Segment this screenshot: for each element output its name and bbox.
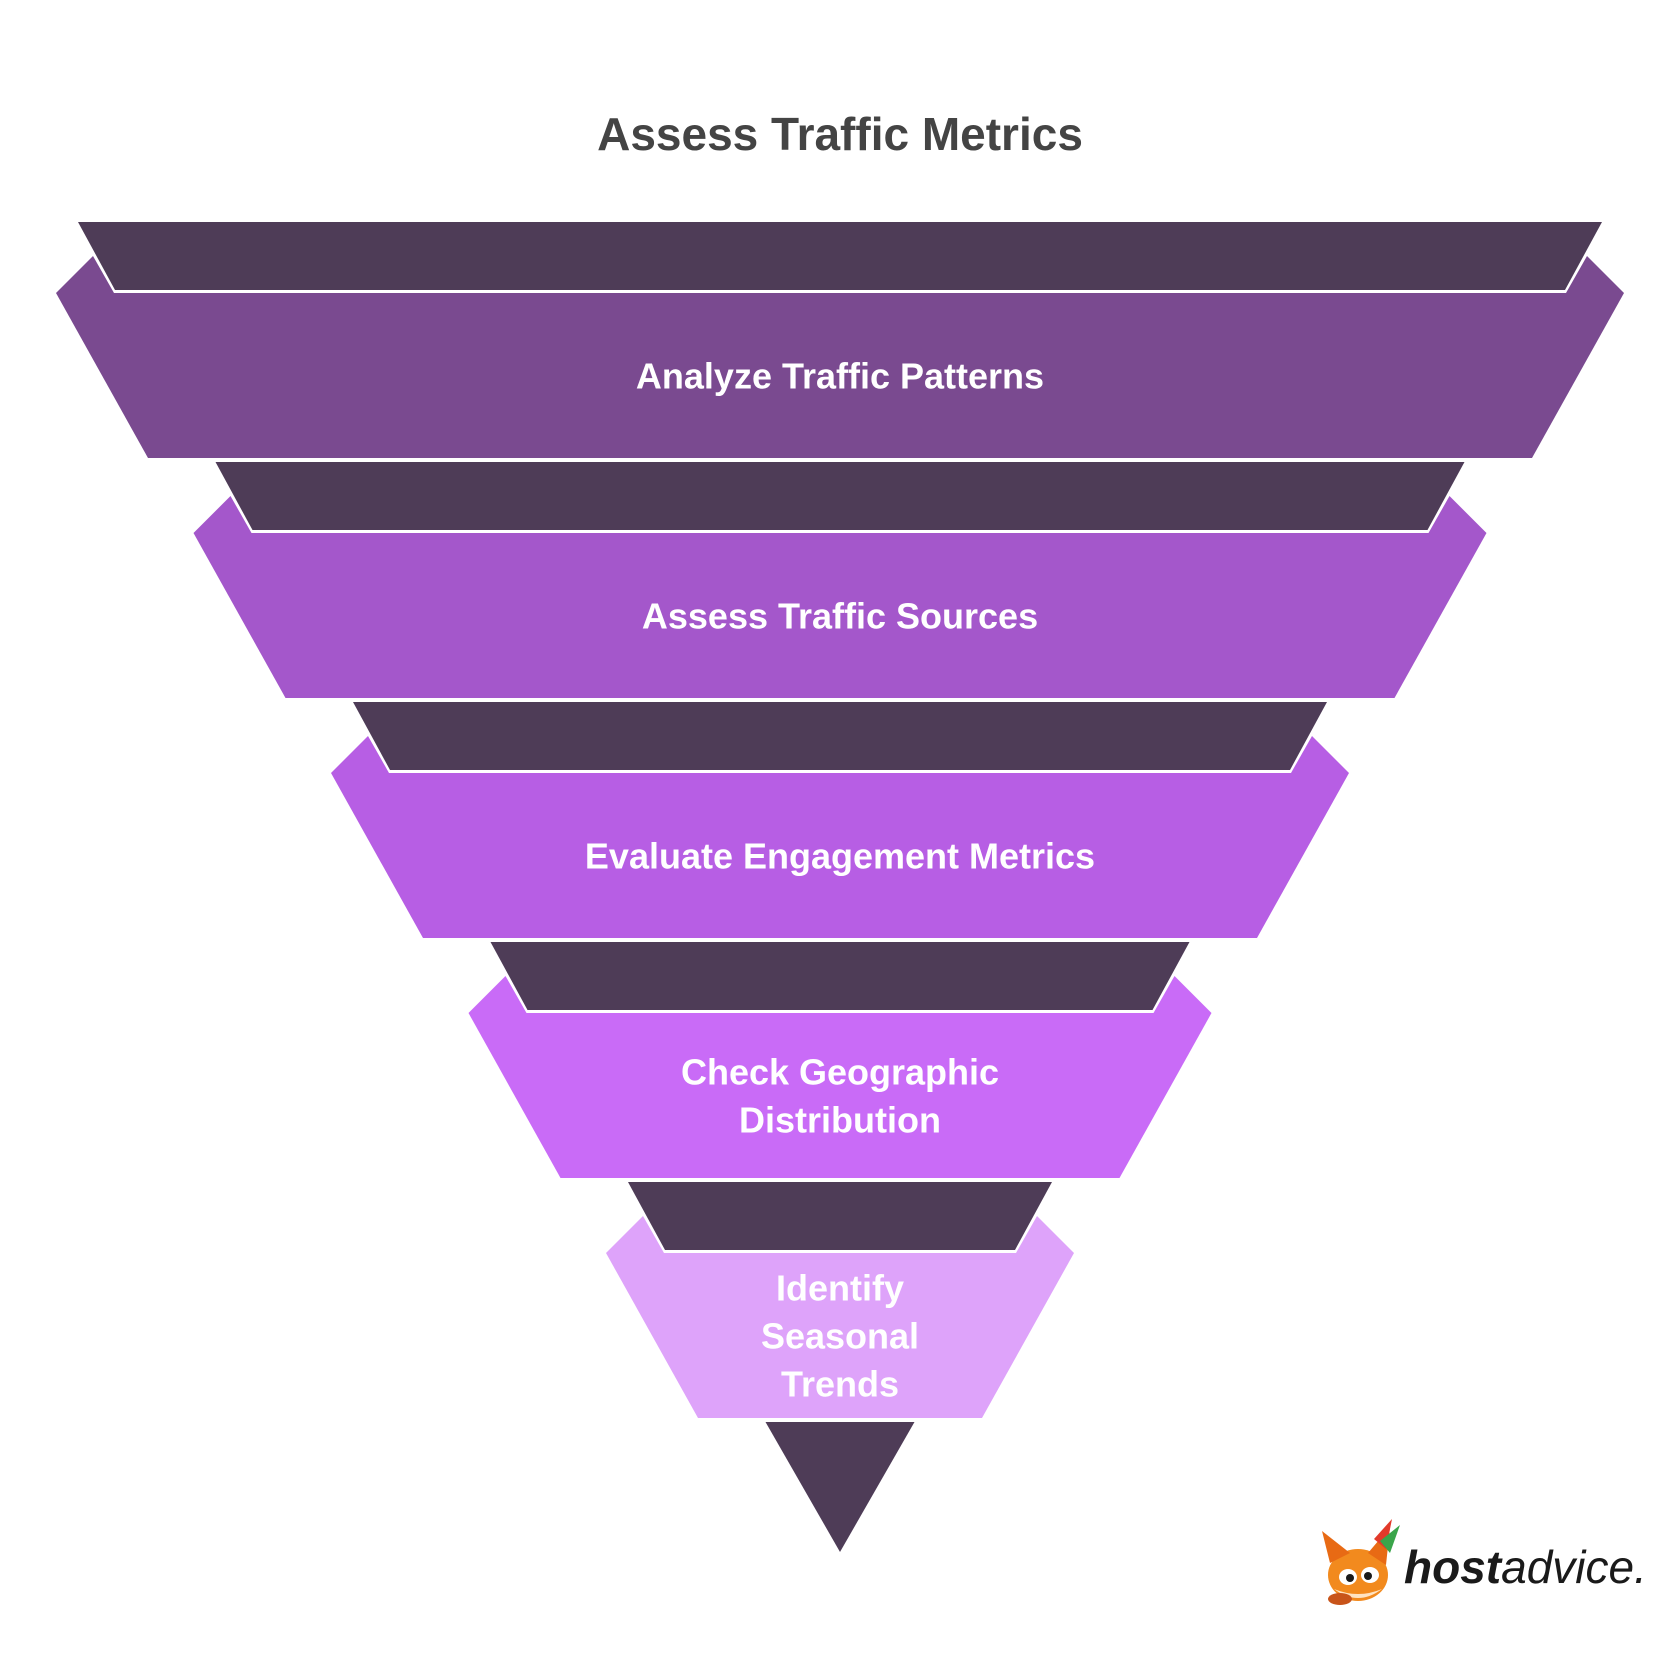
funnel-stage-wing-left	[193, 496, 252, 533]
funnel-stage-label: Analyze Traffic Patterns	[636, 356, 1044, 397]
funnel-band-dark	[628, 1182, 1052, 1250]
funnel-stage-3	[331, 773, 1349, 938]
funnel-stage-wing-left	[606, 1216, 664, 1253]
funnel-stage-5	[606, 1253, 1074, 1418]
funnel-stage-label: Distribution	[739, 1100, 941, 1141]
hostadvice-logo: hostadvice.	[1322, 1519, 1647, 1605]
funnel-stage-wing-left	[331, 736, 389, 773]
funnel-stage-label: Trends	[781, 1364, 899, 1405]
funnel-stage-label: Assess Traffic Sources	[642, 596, 1038, 637]
funnel-stage-wing-right	[1566, 256, 1624, 293]
funnel-band-dark	[490, 942, 1190, 1010]
funnel-band-dark	[78, 222, 1602, 290]
funnel-stage-wing-right	[1016, 1216, 1074, 1253]
funnel-stage-1	[56, 293, 1624, 458]
logo-host-text: host	[1404, 1541, 1503, 1593]
funnel-stage-wing-left	[468, 976, 527, 1013]
funnel-stage-wing-right	[1291, 736, 1349, 773]
funnel-stage-wing-right	[1153, 976, 1212, 1013]
funnel-stage-label: Check Geographic	[681, 1052, 999, 1093]
funnel-tip	[765, 1422, 915, 1552]
funnel-band-dark	[353, 702, 1327, 770]
diagram-title: Assess Traffic Metrics	[597, 108, 1083, 160]
funnel-stage-label: Identify	[776, 1268, 904, 1309]
funnel-stage-2	[193, 533, 1487, 698]
funnel-stage-label: Evaluate Engagement Metrics	[585, 836, 1095, 877]
funnel-stage-wing-left	[56, 256, 114, 293]
funnel-band-dark	[215, 462, 1465, 530]
svg-text:hostadvice.: hostadvice.	[1404, 1541, 1647, 1593]
logo-advice-text: advice	[1501, 1541, 1634, 1593]
logo-dot-text: .	[1634, 1541, 1647, 1593]
fox-mascot-icon	[1322, 1519, 1400, 1605]
funnel-stage-label: Seasonal	[761, 1316, 919, 1357]
funnel-stage-4	[468, 1013, 1212, 1178]
funnel-stage-wing-right	[1428, 496, 1487, 533]
